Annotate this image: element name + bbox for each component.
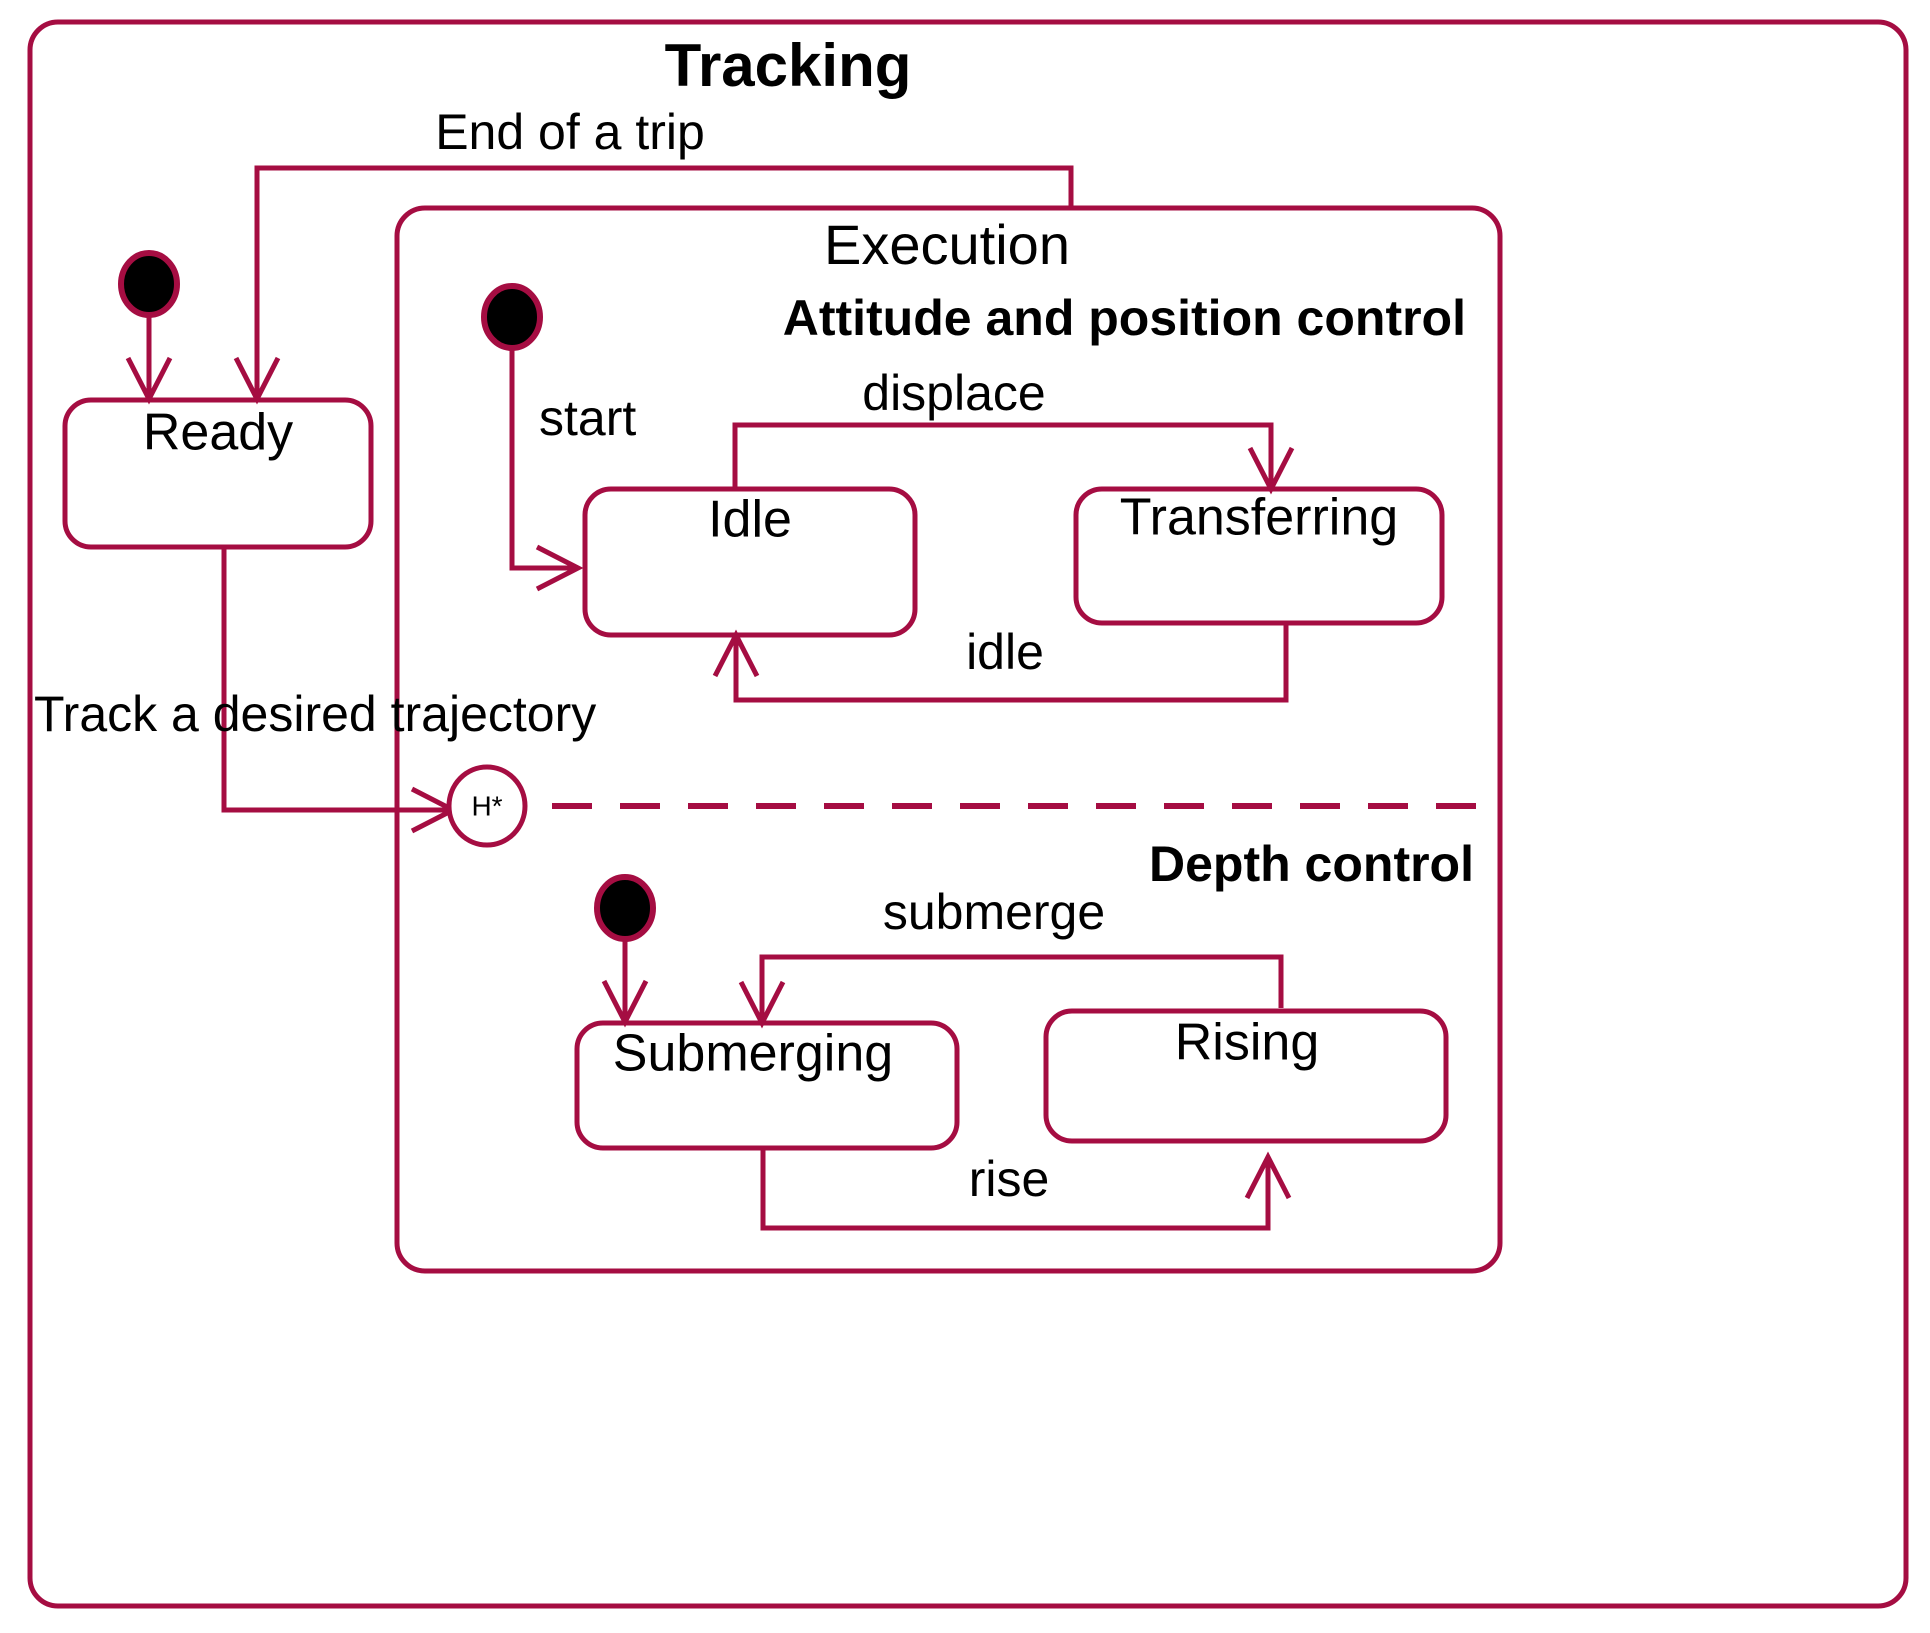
state-submerging-label: Submerging (613, 1025, 893, 1083)
transition-rise-label: rise (969, 1151, 1050, 1207)
tracking-frame (27, 19, 1909, 1609)
transition-displace-label: displace (862, 365, 1045, 421)
state-rising-label: Rising (1175, 1014, 1320, 1072)
execution-title: Execution (824, 213, 1070, 276)
transition-displace-arrowhead (1247, 446, 1295, 495)
state-rising[interactable] (1043, 1008, 1449, 1144)
transition-start-arrowhead (535, 544, 584, 592)
state-idle-label: Idle (708, 491, 792, 549)
initial-node-tracking (118, 250, 180, 318)
state-transferring[interactable] (1073, 486, 1445, 626)
transition-end-of-a-trip-line (254, 165, 1074, 396)
transition-idle-arrowhead (712, 629, 760, 678)
transition-submerge-label: submerge (883, 884, 1105, 940)
region-attitude-label: Attitude and position control (783, 290, 1466, 346)
initial-node-depth (594, 874, 656, 942)
transition-displace-line (732, 422, 1274, 489)
transition-track-trajectory-line (221, 547, 450, 813)
transition-start-label: start (539, 390, 636, 446)
transition-track-trajectory-label: Track a desired trajectory (34, 686, 596, 742)
transition-rise-line (760, 1148, 1271, 1231)
history-node-label: H* (471, 790, 502, 821)
transition-rise-arrowhead (1244, 1151, 1292, 1200)
execution-frame (394, 205, 1503, 1274)
transition-start-line (509, 348, 575, 571)
state-idle[interactable] (582, 486, 918, 638)
state-ready-label: Ready (143, 404, 293, 462)
initial-node-attitude (481, 283, 543, 351)
transition-end-of-a-trip-label: End of a trip (435, 104, 705, 160)
state-transferring-label: Transferring (1120, 489, 1398, 547)
state-ready[interactable] (62, 397, 374, 550)
region-depth-label: Depth control (1149, 836, 1474, 892)
transition-idle-label: idle (966, 624, 1044, 680)
transition-submerge-arrowhead (738, 980, 786, 1029)
state-submerging[interactable] (574, 1020, 960, 1151)
tracking-title: Tracking (665, 32, 912, 99)
transition-submerge-line (759, 954, 1284, 1023)
history-node[interactable] (446, 764, 528, 848)
transition-idle-line (733, 623, 1289, 703)
